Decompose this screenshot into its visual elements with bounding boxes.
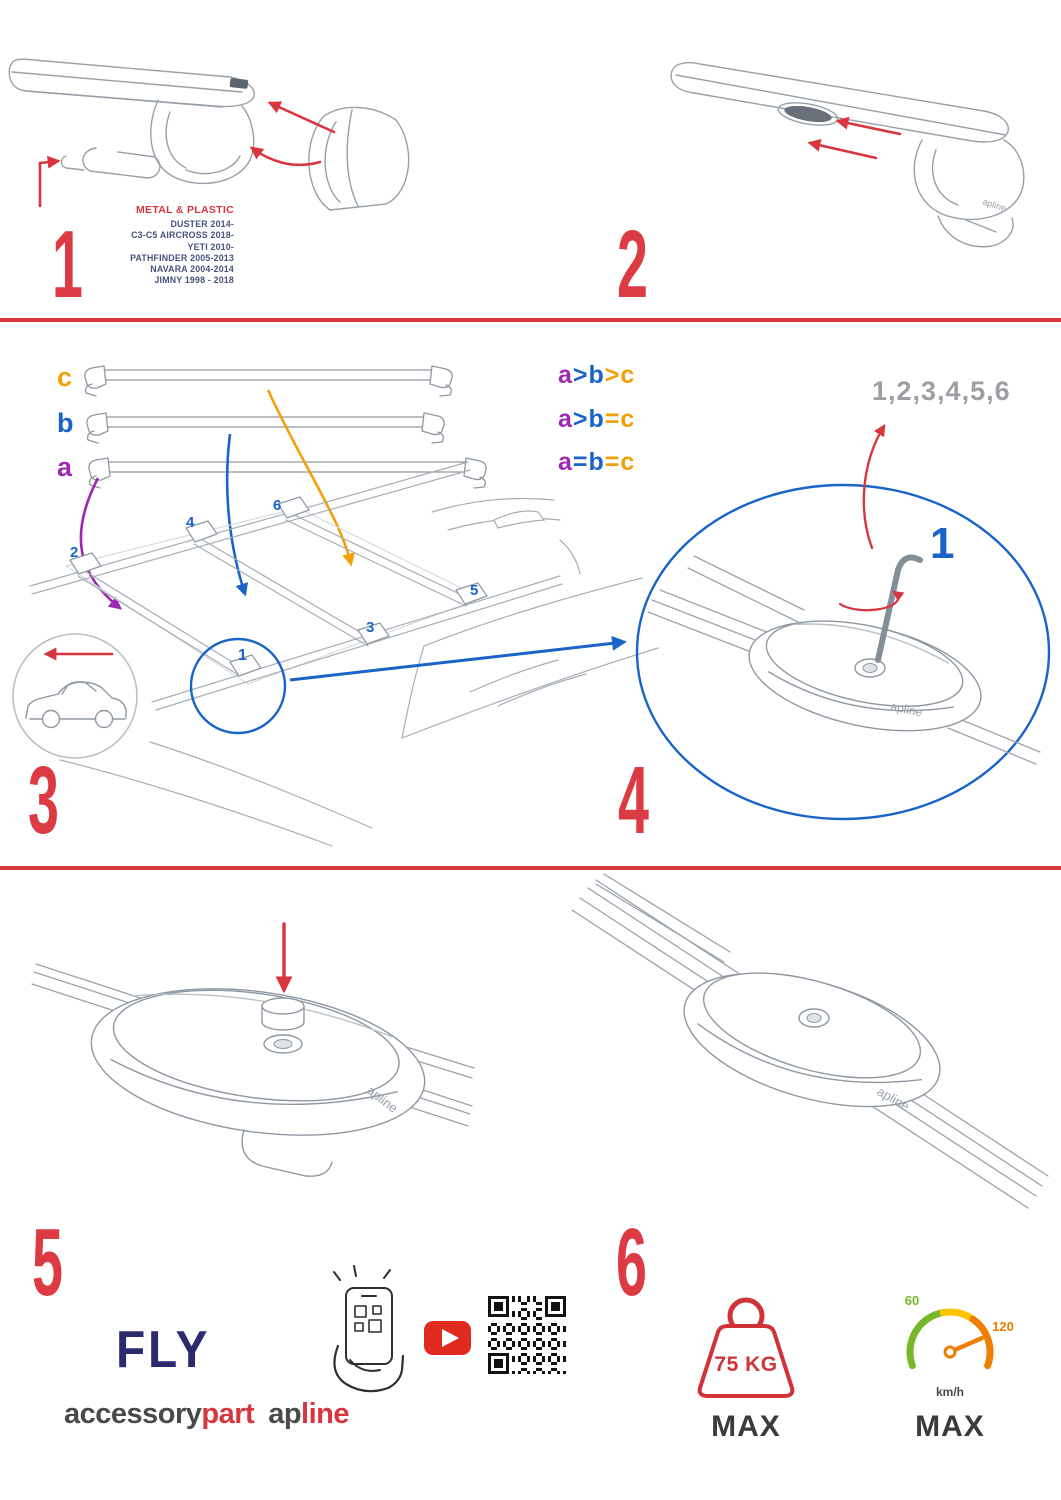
bar-a-label: a: [57, 452, 73, 482]
legend-operator: >: [572, 405, 589, 433]
legend-operator: >: [604, 361, 621, 389]
length-rule-3: a=b=c: [558, 450, 635, 475]
model-item: JIMNY 1998 - 2018: [154, 275, 234, 286]
length-rule-2: a>b=c: [558, 407, 635, 432]
position-1-highlight-circle: [189, 637, 287, 735]
position-marker-6: 6: [273, 497, 282, 514]
position-marker-5: 5: [470, 582, 479, 599]
speed-unit-label: km/h: [935, 1385, 964, 1399]
speed-low-label: 60: [904, 1293, 920, 1308]
brand-line: line: [301, 1398, 350, 1430]
sequence-arrow: [862, 423, 886, 550]
youtube-icon: [424, 1321, 471, 1355]
step-4-number: 4: [618, 747, 649, 854]
legend-letter: b: [588, 448, 605, 476]
qr-code: [488, 1296, 566, 1374]
material-label: METAL & PLASTIC: [135, 204, 234, 216]
legend-letter: a: [558, 361, 573, 389]
car-direction-inset: [12, 633, 138, 759]
model-item: DUSTER 2014-: [170, 219, 234, 229]
brand-ap: ap: [268, 1398, 302, 1430]
legend-operator: =: [604, 405, 621, 433]
section-divider-1: [0, 318, 1061, 322]
legend-letter: a: [558, 405, 573, 433]
first-position-label: 1: [930, 519, 955, 568]
tighten-sequence-text: 1,2,3,4,5,6: [872, 376, 1011, 406]
legend-operator: =: [604, 448, 621, 476]
legend-operator: >: [572, 361, 589, 389]
step-6-number: 6: [616, 1209, 647, 1316]
section-divider-2: [0, 866, 1061, 870]
weight-limit-value: 75 KG: [714, 1353, 778, 1376]
brand-mark: apline: [889, 699, 924, 719]
panel6-mounted-drawing: apline: [571, 873, 1049, 1209]
step-5-number: 5: [32, 1209, 63, 1316]
model-item: YETI 2010-: [187, 241, 234, 252]
brand-part: part: [201, 1398, 255, 1430]
arrow-bar-c-to-rear: [266, 389, 355, 567]
panel1-arrows: [38, 101, 336, 208]
position-marker-1: 1: [238, 647, 247, 664]
speed-high-label: 120: [992, 1319, 1014, 1334]
weight-max-label: MAX: [711, 1410, 781, 1443]
panel2-crossbar-drawing: apline: [670, 61, 1025, 248]
roof-feet-drawing: [69, 496, 488, 677]
rotate-key-arrow: [838, 590, 905, 612]
top-illustrations: apline: [8, 58, 1025, 248]
car-roof-drawing: [29, 461, 659, 847]
step-1-number: 1: [52, 211, 83, 318]
model-item: PATHFINDER 2005-2013: [130, 252, 234, 263]
step-2-number: 2: [617, 211, 648, 318]
position-marker-4: 4: [186, 514, 195, 531]
brand-mark: apline: [981, 196, 1007, 213]
legend-operator: =: [572, 448, 589, 476]
bottom-illustrations: apline apline: [31, 873, 1049, 1209]
fitment-note: METAL & PLASTIC DUSTER 2014-C3-C5 AIRCRO…: [58, 204, 234, 287]
legend-letter: a: [558, 448, 573, 476]
legend-letter: c: [620, 448, 636, 476]
bar-b-label: b: [57, 408, 74, 438]
scan-phone-icon: [333, 1265, 405, 1393]
step-3-number: 3: [28, 747, 59, 854]
position-marker-3: 3: [366, 619, 375, 636]
arrow-bar-a-to-front: [79, 477, 123, 610]
middle-illustrations: apline: [12, 365, 1051, 847]
brand-accessory: accessory: [64, 1398, 202, 1430]
bar-c-label: c: [57, 362, 73, 392]
legend-letter: b: [588, 405, 605, 433]
panel1-crossbar-end-drawing: [8, 58, 410, 211]
crossbars-abc-drawing: [84, 365, 487, 489]
panel5-knob-drawing: apline: [31, 922, 475, 1177]
compatible-models-list: DUSTER 2014-C3-C5 AIRCROSS 2018-YETI 201…: [58, 219, 234, 287]
legend-letter: c: [620, 361, 636, 389]
speed-max-label: MAX: [915, 1410, 985, 1443]
speed-limit-icon: [906, 1308, 994, 1370]
arrow-bar-b-to-middle: [225, 433, 248, 597]
weight-limit-icon: [697, 1297, 795, 1398]
fly-logo: FLY: [116, 1321, 211, 1379]
footer-illustrations: [333, 1265, 994, 1398]
allen-key-drawing: [875, 554, 923, 663]
model-item: C3-C5 AIRCROSS 2018-: [131, 230, 234, 241]
panel2-arrows: [807, 116, 902, 160]
legend-letter: c: [620, 405, 636, 433]
torque-detail-drawing: apline: [635, 423, 1051, 821]
detail-pointer-arrow: [289, 635, 627, 682]
length-rule-1: a>b>c: [558, 363, 635, 388]
model-item: NAVARA 2004-2014: [150, 264, 234, 275]
position-marker-2: 2: [70, 544, 79, 561]
legend-letter: b: [588, 361, 605, 389]
